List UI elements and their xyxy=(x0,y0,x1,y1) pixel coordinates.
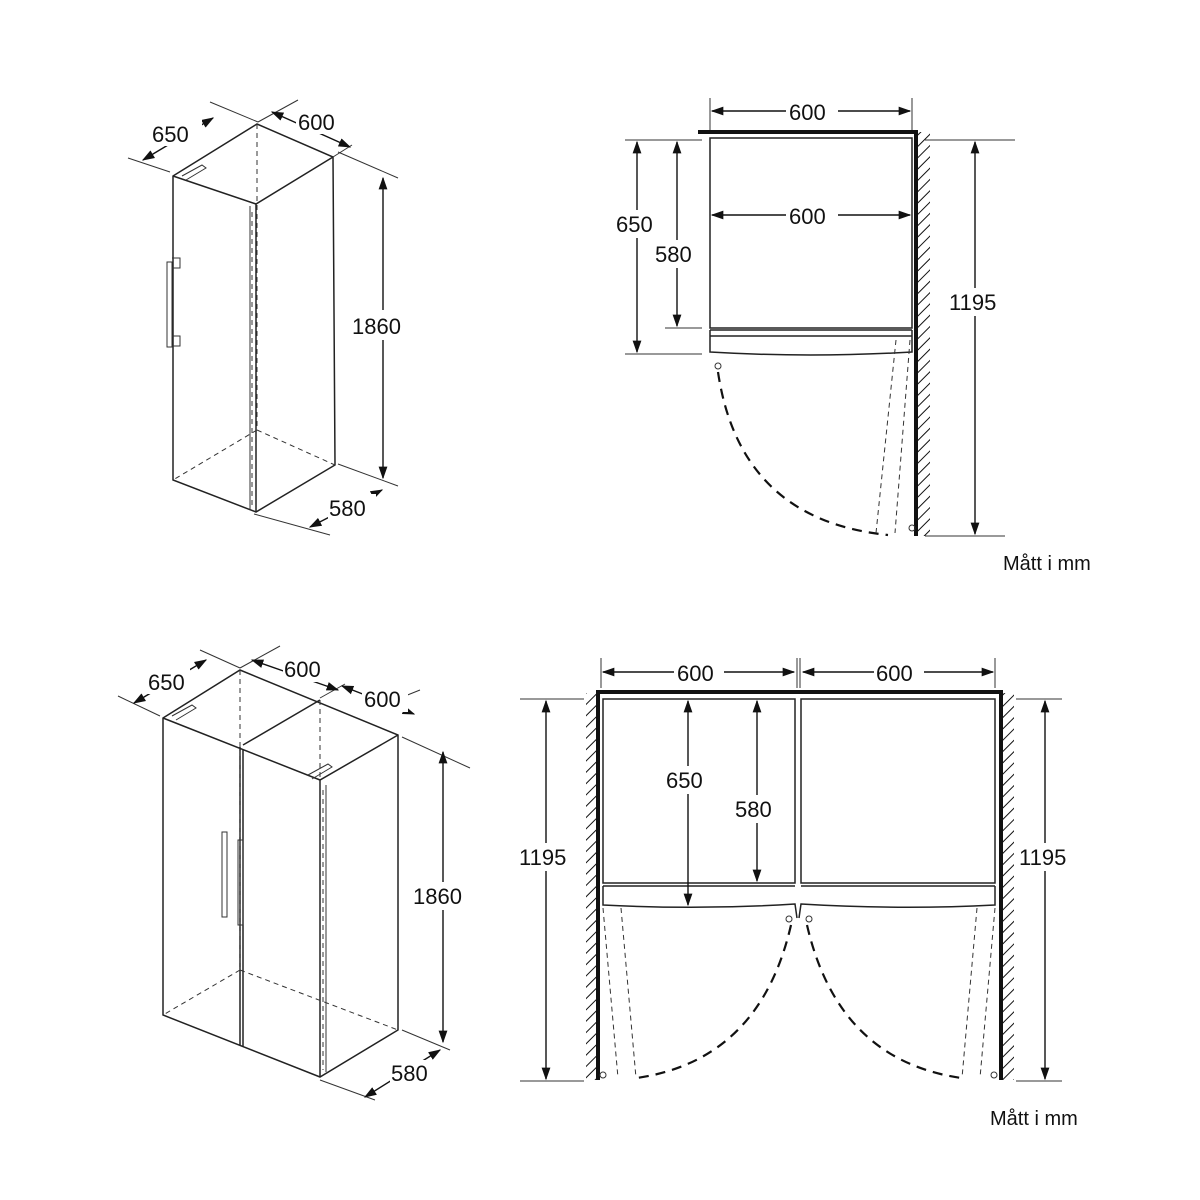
dim-depth-label: 650 xyxy=(148,670,185,695)
double-plan-view: 600 600 650 580 1195 1195 Mått i mm xyxy=(518,658,1078,1130)
wall-hatch xyxy=(918,132,930,536)
door-handle-icon xyxy=(221,831,228,918)
dim-depth-body-label: 580 xyxy=(329,496,366,521)
wall-hatch-left xyxy=(586,693,598,1080)
dim-door-open-right-label: 1195 xyxy=(1019,845,1066,870)
dim-width-inner-label: 600 xyxy=(789,204,826,229)
dim-width-right-label: 600 xyxy=(876,661,913,686)
unit-note: Mått i mm xyxy=(990,1108,1078,1130)
dim-height-label: 1860 xyxy=(413,884,462,909)
double-iso-view: 650 600 600 1860 580 xyxy=(117,645,472,1101)
wall-hatch-right xyxy=(1002,693,1014,1080)
dim-depth-body-label: 580 xyxy=(735,797,772,822)
door-handle-icon xyxy=(237,839,244,926)
dim-door-open-left-label: 1195 xyxy=(519,845,566,870)
dim-width-right-label: 600 xyxy=(364,687,401,712)
single-iso-view: 650 600 1860 580 xyxy=(127,99,412,536)
dim-height-label: 1860 xyxy=(352,314,401,339)
unit-note: Mått i mm xyxy=(1003,553,1091,575)
dim-depth-label: 650 xyxy=(152,122,189,147)
top-hinge-icon xyxy=(181,164,207,181)
door-handle-icon xyxy=(166,261,173,348)
dim-width-left-label: 600 xyxy=(677,661,714,686)
dim-depth-label: 650 xyxy=(616,212,653,237)
dim-width-top-label: 600 xyxy=(789,100,826,125)
dim-depth-body-label: 580 xyxy=(391,1061,428,1086)
dim-width-left-label: 600 xyxy=(284,657,321,682)
dim-door-open-label: 1195 xyxy=(949,290,996,315)
dim-depth-body-label: 580 xyxy=(655,242,692,267)
dim-depth-label: 650 xyxy=(666,768,703,793)
single-plan-view: 600 600 650 580 1195 Mått i mm xyxy=(614,98,1091,575)
dim-width-label: 600 xyxy=(298,110,335,135)
